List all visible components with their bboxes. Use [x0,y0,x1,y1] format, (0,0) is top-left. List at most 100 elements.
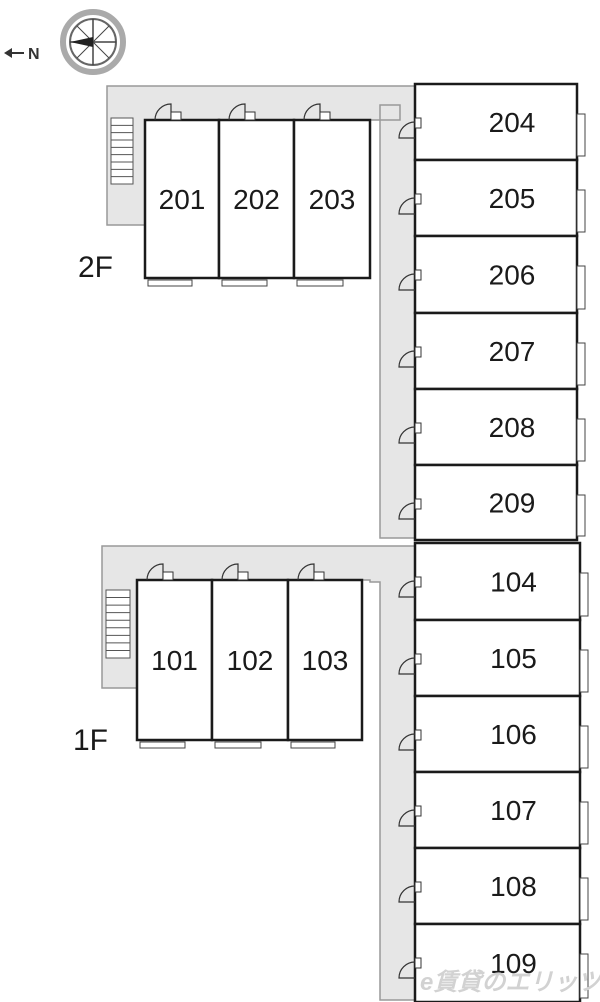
room-number: 104 [490,567,537,598]
room-number: 209 [489,488,536,519]
balcony-icon [579,877,589,921]
room-number: 108 [490,871,537,902]
door-frame [237,571,249,581]
balcony-icon [576,113,586,157]
balcony-icon [290,741,336,749]
balcony-icon [139,741,186,749]
door-frame [414,729,422,741]
compass: N [4,9,126,75]
door-icon [398,657,416,675]
room-number: 103 [302,645,349,676]
door-icon [297,563,315,581]
door-icon [303,103,321,121]
door-frame [414,805,422,817]
room-207: 207 [398,311,586,391]
room-109: 109 [398,922,589,1002]
room-outline [413,618,582,698]
balcony-icon [576,189,586,233]
stairs-icon [110,117,134,185]
floor-labels: 2F 1F [73,251,113,757]
door-icon [154,103,172,121]
door-icon [398,733,416,751]
door-icon [398,273,416,291]
room-number: 207 [489,336,536,367]
balcony-icon [214,741,262,749]
rooms: 201 202 203 204 205 206 207 208 209 101 102 103 104 1… [135,82,589,1002]
door-frame [414,653,422,665]
room-number: 206 [489,260,536,291]
door-frame [414,881,422,893]
north-label: N [28,46,40,63]
room-101: 101 [135,563,214,749]
stairs-outline [105,589,131,659]
stairs-outline [110,117,134,185]
balcony-icon [147,279,193,287]
balcony-icon [579,725,589,769]
room-201: 201 [143,103,221,287]
door-icon [398,809,416,827]
door-icon [398,580,416,598]
door-frame [414,117,422,129]
room-number: 201 [159,184,206,215]
door-frame [414,576,422,588]
room-outline [413,463,579,542]
room-number: 106 [490,719,537,750]
room-outline [413,311,579,391]
room-outline [135,578,214,742]
balcony-icon [579,801,589,845]
room-103: 103 [286,563,364,749]
room-205: 205 [398,158,586,238]
room-106: 106 [398,694,589,774]
balcony-icon [296,279,344,287]
door-icon [146,563,164,581]
door-frame [414,346,422,358]
room-number: 107 [490,795,537,826]
room-outline [292,118,372,280]
room-number: 109 [490,948,537,979]
stairs [105,117,134,659]
balcony-icon [576,265,586,310]
room-107: 107 [398,770,589,850]
balcony-icon [576,494,586,537]
door-frame [162,571,174,581]
stairs-icon [105,589,131,659]
room-outline [413,694,582,774]
room-203: 203 [292,103,372,287]
balcony-icon [576,342,586,386]
room-outline [286,578,364,742]
room-number: 101 [151,645,198,676]
compass-rose-icon [60,9,126,75]
room-208: 208 [398,387,586,467]
door-frame [414,498,422,510]
room-number: 203 [309,184,356,215]
watermark-logo: e賃貸のエリッツ [420,969,600,996]
door-icon [398,197,416,215]
door-icon [228,103,246,121]
door-icon [398,350,416,368]
door-frame [170,111,182,121]
room-108: 108 [398,846,589,926]
room-number: 105 [490,643,537,674]
room-number: 102 [227,645,274,676]
room-102: 102 [210,563,290,749]
door-icon [221,563,239,581]
room-209: 209 [398,463,586,542]
room-202: 202 [217,103,296,287]
balcony-icon [221,279,268,287]
room-206: 206 [398,234,586,315]
balcony-icon [576,418,586,462]
room-number: 205 [489,183,536,214]
room-204: 204 [398,82,586,162]
room-105: 105 [398,618,589,698]
floor-label-2f: 2F [78,251,113,284]
north-arrow-icon [4,48,24,58]
room-outline [143,118,221,280]
door-icon [398,961,416,979]
room-outline [413,922,582,1002]
door-icon [398,426,416,444]
door-frame [244,111,256,121]
door-frame [414,422,422,434]
floor-label-1f: 1F [73,724,108,757]
